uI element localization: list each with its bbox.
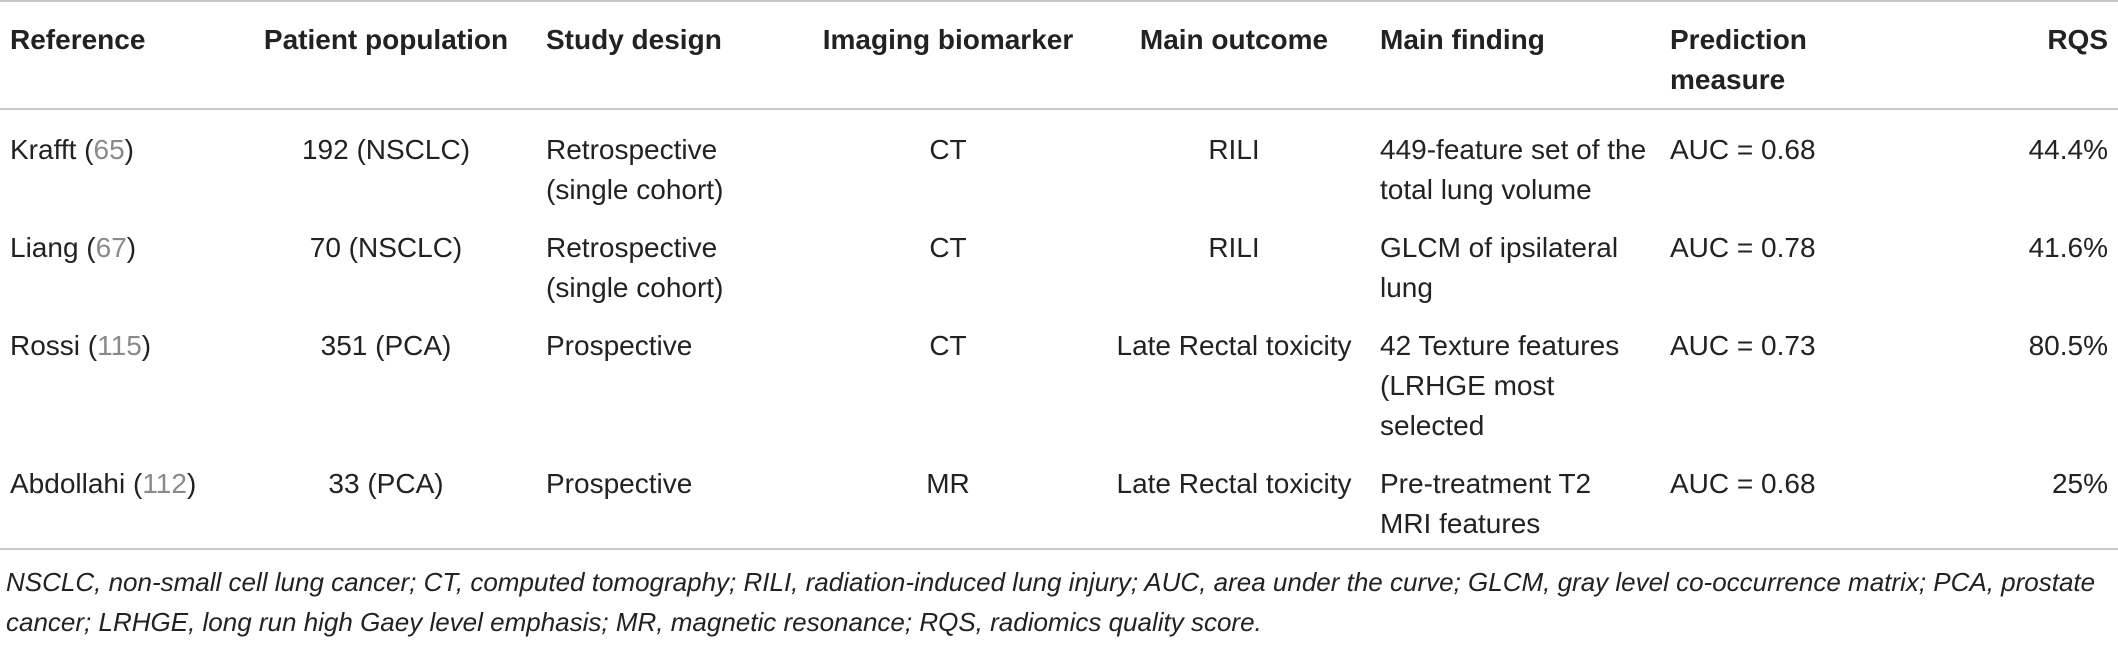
cell-outcome: RILI	[1208, 232, 1260, 263]
header-reference: Reference	[10, 24, 146, 55]
cell-population: 192 (NSCLC)	[301, 134, 471, 165]
cell-outcome: RILI	[1208, 134, 1260, 165]
cell-reference: Liang (67)	[10, 232, 137, 263]
table-row: Rossi (115) 351 (PCA) Prospective CT Lat…	[0, 312, 2118, 450]
cell-design: Prospective	[546, 468, 693, 499]
cell-biomarker: CT	[929, 330, 967, 361]
cell-finding: 42 Texture features (LRHGE most selected	[1380, 330, 1620, 441]
header-patient-population: Patient population	[263, 24, 509, 55]
table-row: Abdollahi (112) 33 (PCA) Prospective MR …	[0, 450, 2118, 549]
author-name: Rossi	[10, 330, 81, 361]
header-rqs: RQS	[2047, 24, 2108, 55]
cell-rqs: 41.6%	[2028, 232, 2108, 263]
cell-rqs: 80.5%	[2028, 330, 2108, 361]
cell-measure: AUC = 0.78	[1670, 232, 1816, 263]
cell-measure: AUC = 0.73	[1670, 330, 1816, 361]
citation-link[interactable]: 115	[97, 330, 142, 361]
header-main-finding: Main finding	[1380, 24, 1545, 55]
table-row: Liang (67) 70 (NSCLC) Retrospective (sin…	[0, 214, 2118, 312]
table-row: Krafft (65) 192 (NSCLC) Retrospective (s…	[0, 109, 2118, 214]
citation-link[interactable]: 67	[95, 232, 127, 263]
cell-rqs: 44.4%	[2028, 134, 2108, 165]
cell-population: 33 (PCA)	[328, 468, 444, 499]
author-name: Krafft	[10, 134, 77, 165]
cell-finding: GLCM of ipsilateral lung	[1380, 232, 1619, 303]
cell-biomarker: MR	[926, 468, 970, 499]
study-table: Reference Patient population Study desig…	[0, 1, 2118, 549]
cell-biomarker: CT	[929, 232, 967, 263]
cell-reference: Krafft (65)	[10, 134, 134, 165]
header-study-design: Study design	[546, 24, 722, 55]
cell-finding: Pre-treatment T2 MRI features	[1380, 468, 1592, 539]
cell-reference: Rossi (115)	[10, 330, 152, 361]
table-footnote: NSCLC, non-small cell lung cancer; CT, c…	[6, 567, 2096, 637]
cell-design: Retrospective (single cohort)	[546, 232, 724, 303]
cell-population: 351 (PCA)	[320, 330, 452, 361]
author-name: Abdollahi	[10, 468, 126, 499]
author-name: Liang	[10, 232, 79, 263]
citation-link[interactable]: 65	[93, 134, 125, 165]
citation-link[interactable]: 112	[142, 468, 187, 499]
cell-measure: AUC = 0.68	[1670, 134, 1816, 165]
header-row: Reference Patient population Study desig…	[0, 1, 2118, 109]
cell-reference: Abdollahi (112)	[10, 468, 197, 499]
cell-biomarker: CT	[929, 134, 967, 165]
cell-outcome: Late Rectal toxicity	[1116, 330, 1352, 361]
cell-finding: 449-feature set of the total lung volume	[1380, 134, 1647, 205]
cell-measure: AUC = 0.68	[1670, 468, 1816, 499]
cell-population: 70 (NSCLC)	[309, 232, 463, 263]
header-imaging-biomarker: Imaging biomarker	[822, 24, 1074, 55]
cell-outcome: Late Rectal toxicity	[1116, 468, 1352, 499]
header-prediction-measure: Prediction measure	[1670, 24, 1807, 95]
header-main-outcome: Main outcome	[1139, 24, 1329, 55]
cell-rqs: 25%	[2051, 468, 2108, 499]
cell-design: Retrospective (single cohort)	[546, 134, 724, 205]
cell-design: Prospective	[546, 330, 693, 361]
